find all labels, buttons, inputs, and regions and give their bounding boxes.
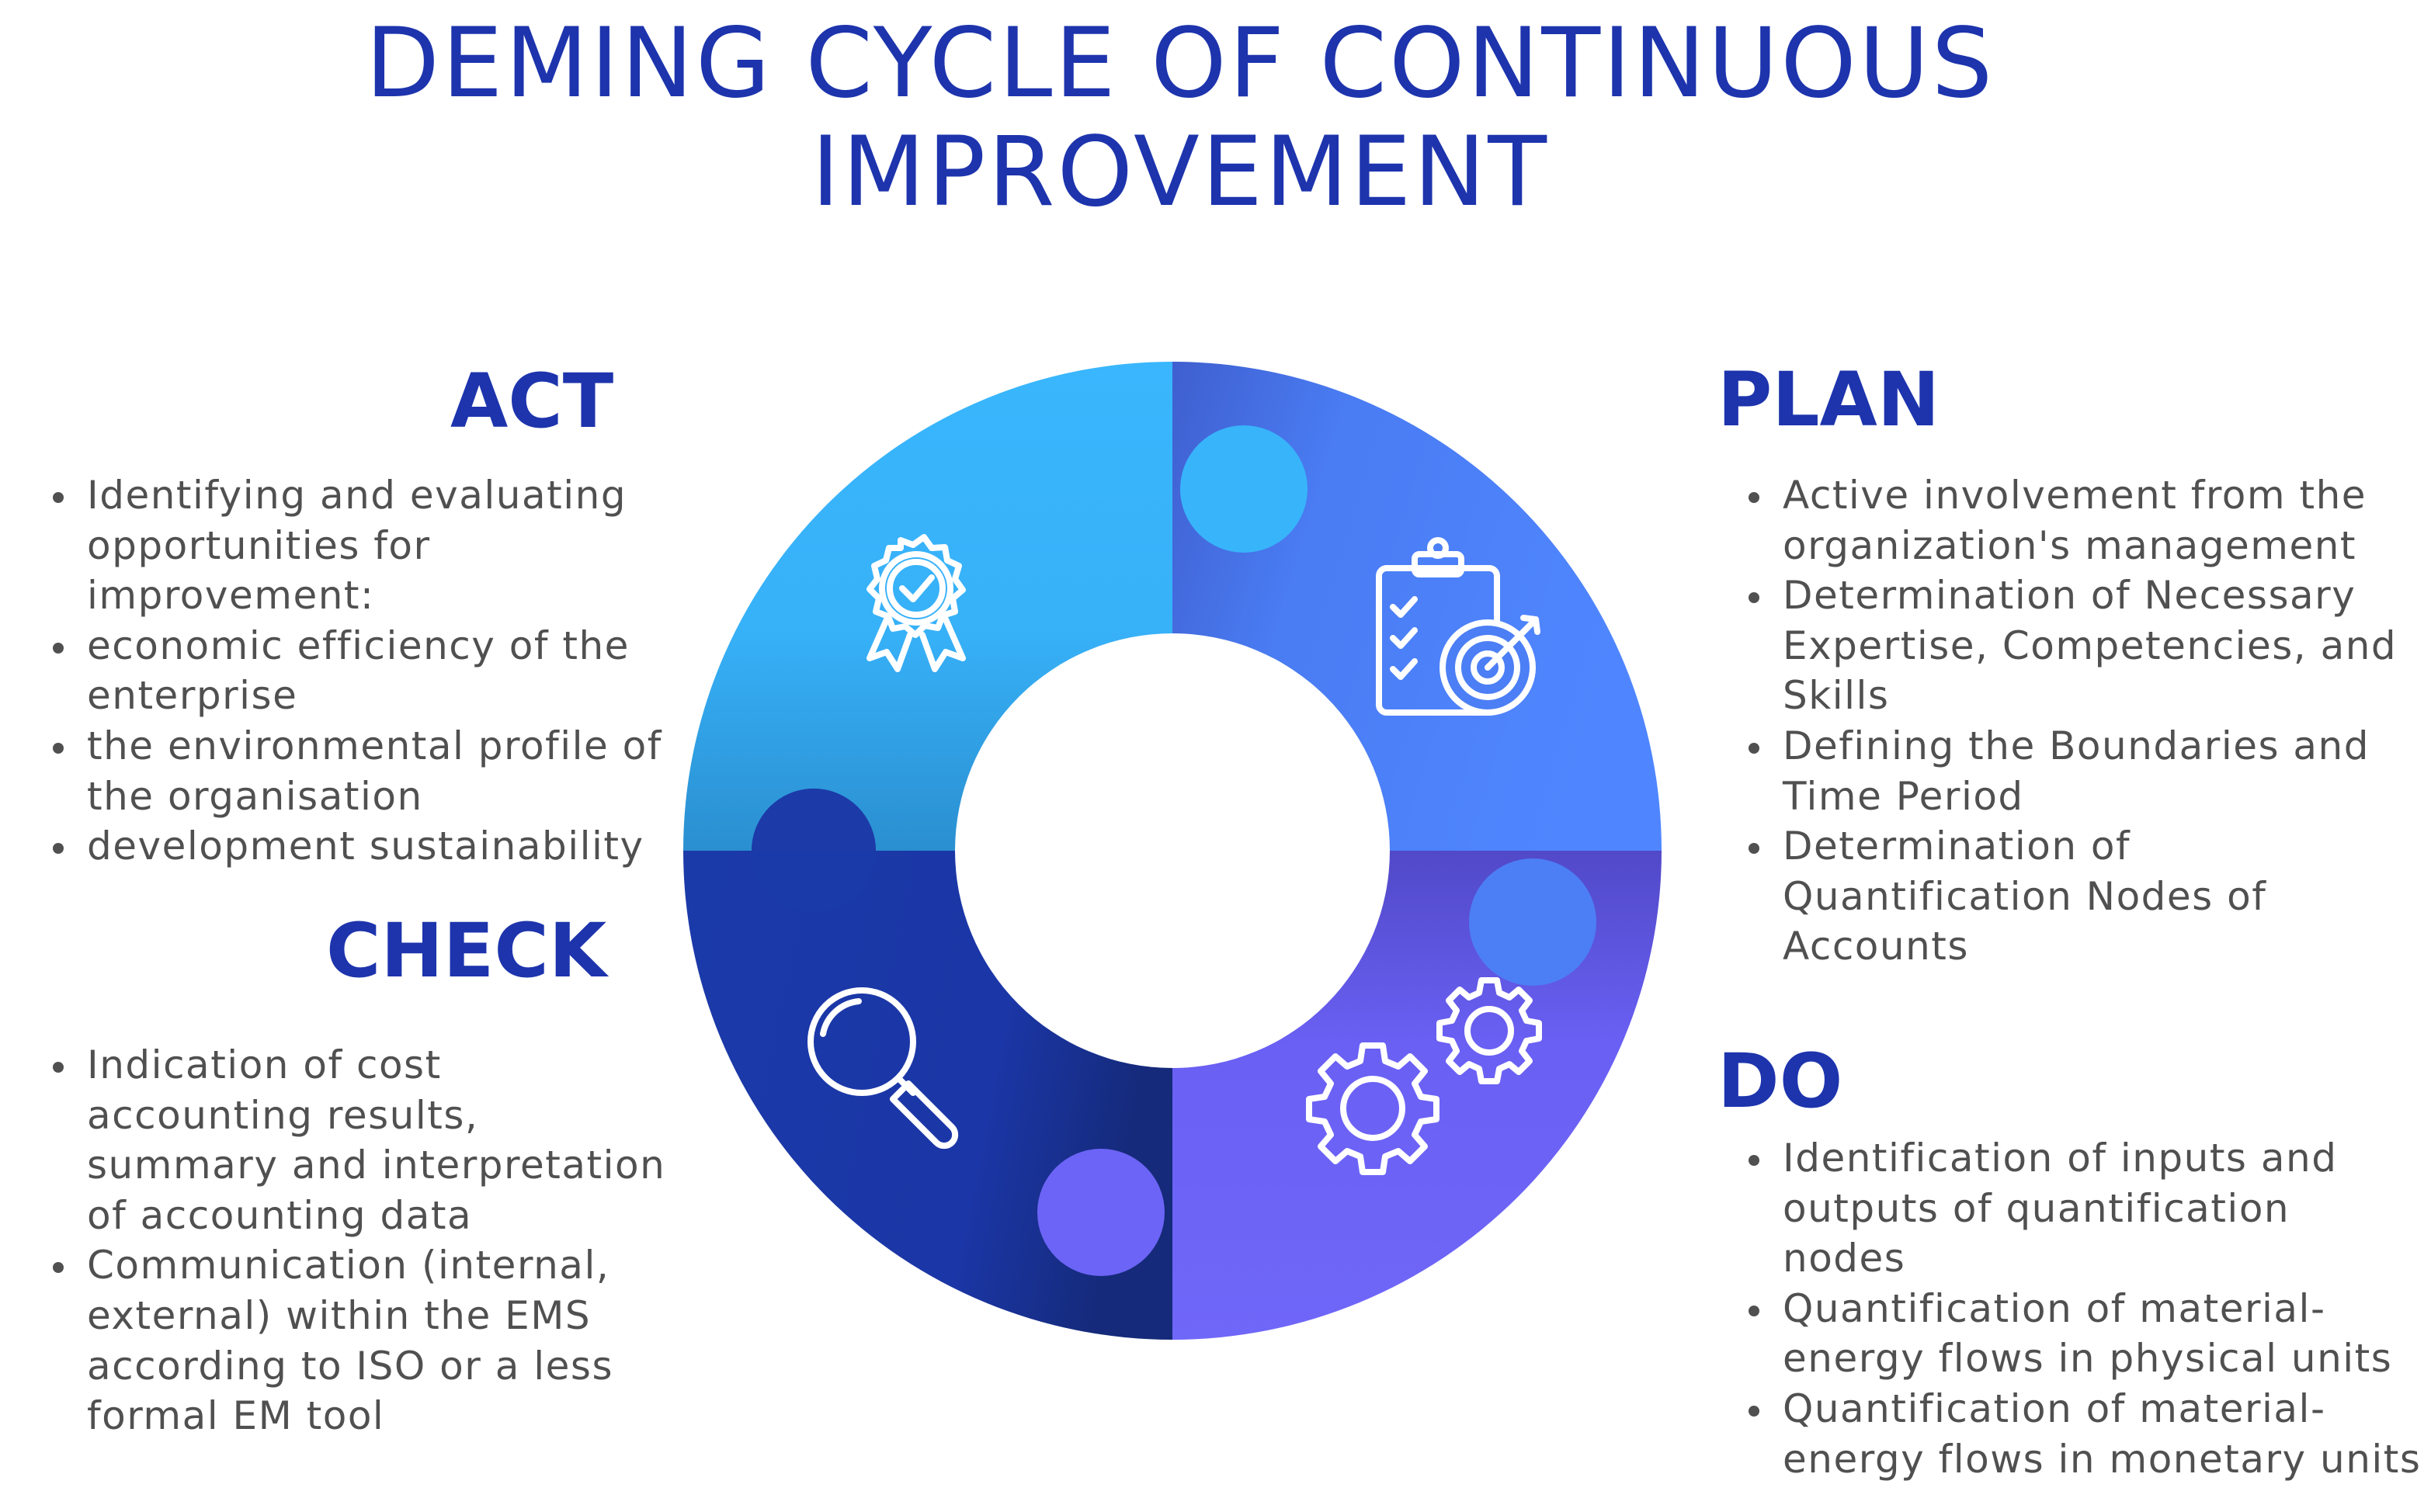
check-list: Indication of cost accounting results, s… (43, 1040, 680, 1441)
act-item: development sustainability (43, 821, 665, 872)
title-line-1: DEMING CYCLE OF CONTINUOUS (365, 8, 1995, 120)
do-item: Identification of inputs and outputs of … (1739, 1133, 2422, 1284)
plan-list: Active involvement from the organization… (1739, 470, 2422, 972)
plan-heading: PLAN (1717, 356, 1940, 443)
award-badge-icon (866, 534, 966, 672)
do-list: Identification of inputs and outputs of … (1739, 1133, 2422, 1484)
plan-item: Active involvement from the organization… (1739, 470, 2422, 570)
title-line-2: IMPROVEMENT (811, 116, 1549, 228)
check-item: Indication of cost accounting results, s… (43, 1040, 680, 1240)
magnifier-icon (807, 987, 959, 1150)
act-item: Identifying and evaluating opportunities… (43, 470, 665, 621)
check-item: Communication (internal, external) withi… (43, 1240, 680, 1441)
clipboard-target-icon (1376, 537, 1540, 716)
gears-icon (1306, 977, 1542, 1175)
plan-item: Defining the Boundaries and Time Period (1739, 721, 2422, 821)
act-item: economic efficiency of the enterprise (43, 621, 665, 721)
do-heading: DO (1717, 1038, 1843, 1125)
check-heading: CHECK (326, 907, 607, 994)
plan-item: Determination of Quantification Nodes of… (1739, 821, 2422, 972)
act-list: Identifying and evaluating opportunities… (43, 470, 665, 872)
act-item: the environmental profile of the organis… (43, 721, 665, 821)
act-heading: ACT (450, 358, 614, 445)
do-item: Quantification of material-energy flows … (1739, 1284, 2422, 1384)
plan-item: Determination of Necessary Expertise, Co… (1739, 570, 2422, 721)
pdca-cycle-diagram (683, 362, 1662, 1340)
cycle-center (955, 633, 1390, 1068)
do-item: Quantification of material-energy flows … (1739, 1384, 2422, 1484)
page-title: DEMING CYCLE OF CONTINUOUS IMPROVEMENT (0, 9, 2360, 227)
